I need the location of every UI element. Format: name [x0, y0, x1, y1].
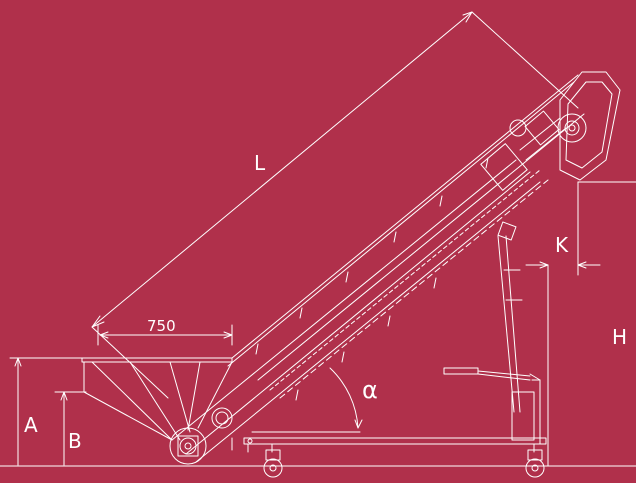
label-inlet-height-a: A	[24, 413, 38, 437]
tail-pulley	[169, 407, 233, 465]
label-length: L	[254, 151, 266, 175]
label-hopper-length: 750	[147, 317, 176, 335]
label-angle: α	[362, 376, 378, 404]
wheel-right	[525, 443, 545, 478]
dimension-kh-lines	[525, 181, 636, 467]
label-offset: K	[555, 233, 569, 257]
label-height: H	[612, 325, 627, 349]
hopper	[81, 357, 233, 441]
angle-indicator	[251, 367, 363, 433]
chassis	[231, 437, 547, 453]
conveyor-boom	[171, 74, 585, 463]
dimension-ab-lines	[0, 357, 636, 467]
handle	[443, 367, 541, 381]
dimension-l-lines	[91, 11, 579, 399]
dimension-750-lines	[97, 324, 233, 346]
label-inlet-height-b: B	[68, 429, 82, 453]
support-leg	[497, 221, 541, 445]
head-drive	[480, 71, 621, 191]
wheel-left	[263, 443, 283, 478]
